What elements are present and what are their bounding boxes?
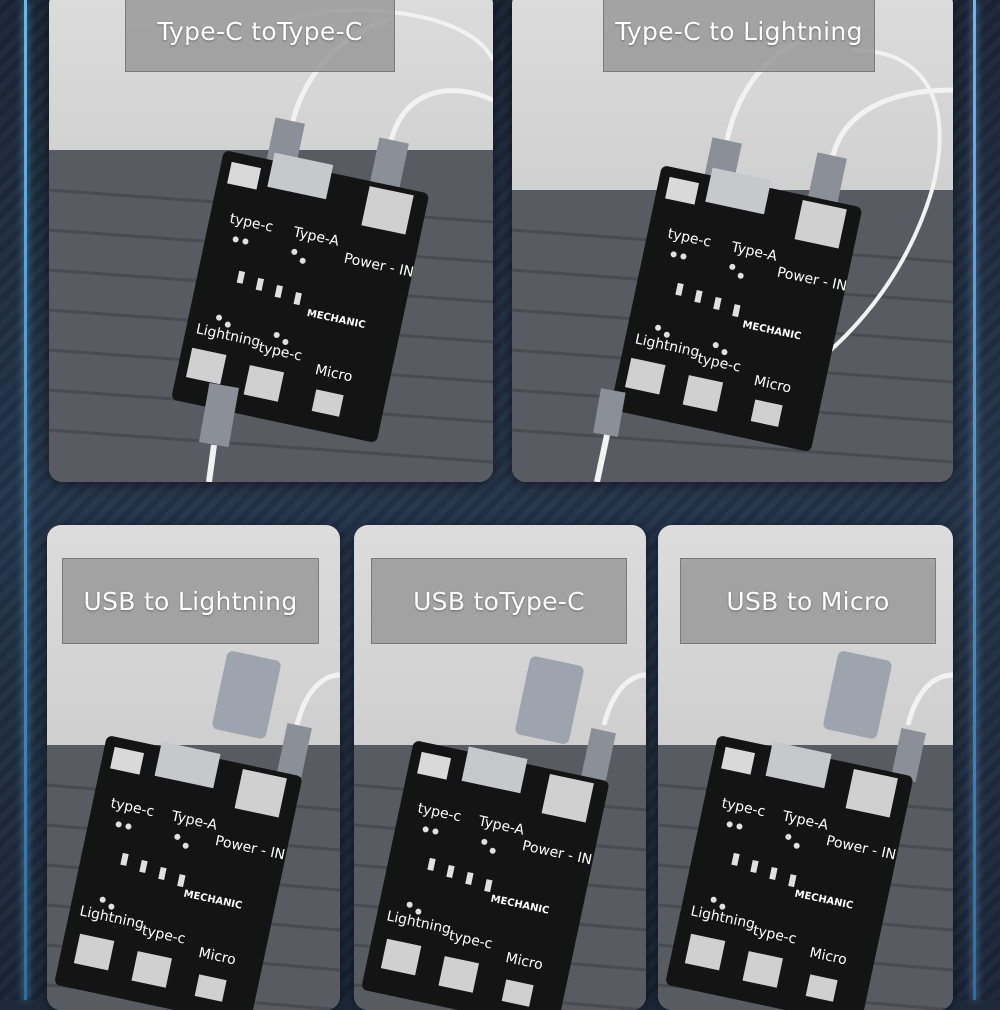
panel-typec-to-lightning: type-c Type-A Power - IN MECHANIC Lightn… bbox=[512, 0, 953, 482]
board-photo: type-c Type-A Power - IN MECHANIC Lightn… bbox=[49, 8, 493, 482]
svg-text:Micro: Micro bbox=[197, 945, 237, 968]
panel-typec-to-typec: type-c Type-A Power - IN MECHANIC Lightn… bbox=[49, 0, 493, 482]
panel-usb-to-typec: type-c Type-A Power - IN MECHANIC Lightn… bbox=[354, 525, 646, 1010]
panel-caption: USB to Micro bbox=[680, 558, 936, 644]
svg-text:Micro: Micro bbox=[314, 362, 354, 385]
panel-usb-to-micro: type-c Type-A Power - IN MECHANIC Lightn… bbox=[658, 525, 953, 1010]
panel-caption: USB to Lightning bbox=[62, 558, 319, 644]
board-photo: type-c Type-A Power - IN MECHANIC Lightn… bbox=[47, 651, 340, 1010]
panel-caption: Type-C toType-C bbox=[125, 0, 395, 72]
svg-text:Micro: Micro bbox=[504, 950, 544, 973]
panel-usb-to-lightning: type-c Type-A Power - IN MECHANIC Lightn… bbox=[47, 525, 340, 1010]
svg-text:Micro: Micro bbox=[752, 373, 792, 396]
board-photo: type-c Type-A Power - IN MECHANIC Lightn… bbox=[512, 27, 953, 482]
svg-text:Micro: Micro bbox=[808, 945, 848, 968]
left-glow-line bbox=[24, 0, 27, 1000]
panel-caption: USB toType-C bbox=[371, 558, 627, 644]
board-photo: type-c Type-A Power - IN MECHANIC Lightn… bbox=[658, 651, 953, 1010]
panel-caption: Type-C to Lightning bbox=[603, 0, 875, 72]
right-glow-line bbox=[973, 0, 976, 1000]
board-photo: type-c Type-A Power - IN MECHANIC Lightn… bbox=[354, 656, 646, 1010]
